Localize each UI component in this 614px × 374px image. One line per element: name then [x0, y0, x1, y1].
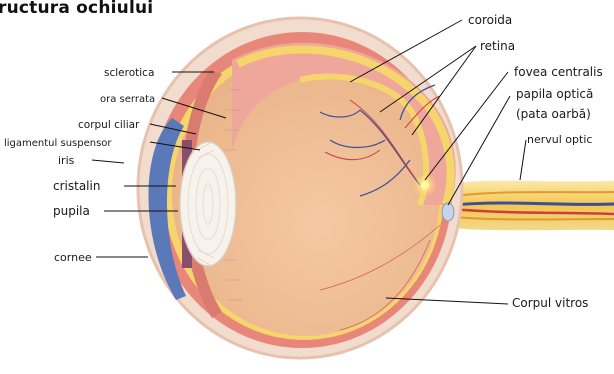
label-corpul-vitros: Corpul vitros	[512, 296, 588, 310]
label-retina: retina	[480, 39, 515, 53]
label-fovea: fovea centralis	[514, 65, 603, 79]
label-sclerotica: sclerotica	[104, 67, 154, 79]
label-coroida: coroida	[468, 13, 512, 27]
lens	[180, 142, 236, 266]
label-pupila: pupila	[53, 204, 90, 218]
optic-disc	[442, 203, 454, 221]
label-cristalin: cristalin	[53, 179, 100, 193]
label-ligamentul: ligamentul suspensor	[4, 138, 112, 149]
label-corpul-ciliar: corpul ciliar	[78, 119, 140, 131]
label-iris: iris	[58, 154, 75, 167]
label-pata-oarba: (pata oarbă)	[516, 107, 591, 121]
label-ora-serrata: ora serrata	[100, 94, 155, 105]
label-nervul-optic: nervul optic	[527, 133, 592, 146]
optic-nerve	[440, 181, 614, 231]
label-cornee: cornee	[54, 251, 92, 264]
label-papila: papila optică	[516, 87, 593, 101]
